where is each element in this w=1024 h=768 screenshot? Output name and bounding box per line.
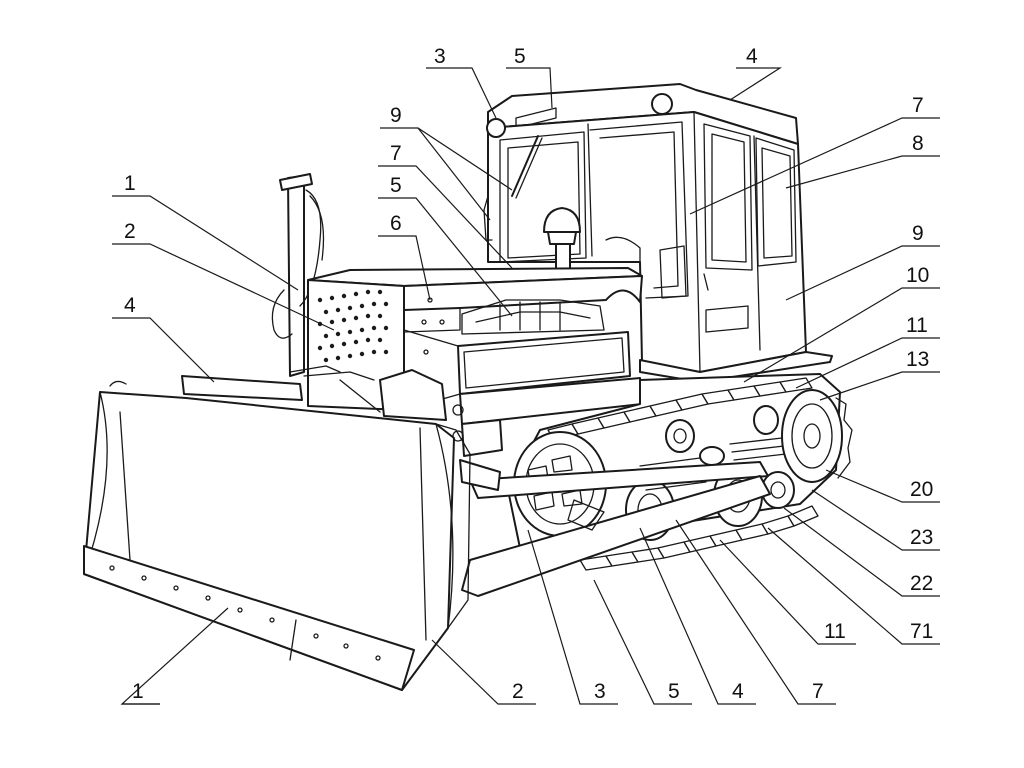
exhaust-stack xyxy=(543,207,581,273)
callout-5-top: 5 xyxy=(514,45,526,68)
callout-5-bottom: 5 xyxy=(668,680,680,703)
callout-20: 20 xyxy=(910,478,933,501)
radiator-grille xyxy=(317,289,389,363)
dozer-blade xyxy=(83,365,471,691)
callout-7-left: 7 xyxy=(390,142,402,165)
callout-6: 6 xyxy=(390,212,402,235)
callout-9-left: 9 xyxy=(390,104,402,127)
callout-3-top: 3 xyxy=(434,45,446,68)
cab xyxy=(483,83,833,383)
track-shoes-bottom xyxy=(579,505,819,571)
callout-22: 22 xyxy=(910,572,933,595)
callout-23: 23 xyxy=(910,526,933,549)
callout-8: 8 xyxy=(912,132,924,155)
leader-lines xyxy=(112,67,940,705)
callout-11-right: 11 xyxy=(906,314,928,337)
callout-2-left: 2 xyxy=(124,220,136,243)
callout-4-left: 4 xyxy=(124,294,136,317)
callout-11-bottom: 11 xyxy=(824,620,846,643)
callout-4-bottom: 4 xyxy=(732,680,744,703)
callout-10: 10 xyxy=(906,264,929,287)
engine-hood xyxy=(307,267,643,457)
callout-9-right: 9 xyxy=(912,222,924,245)
callout-7-right: 7 xyxy=(912,94,924,117)
callout-3-bottom: 3 xyxy=(594,680,606,703)
callout-1-bottom: 1 xyxy=(132,680,144,703)
callout-7-bottom: 7 xyxy=(812,680,824,703)
callout-5-mid: 5 xyxy=(390,174,402,197)
carrier-rollers xyxy=(665,405,779,453)
drive-sprocket xyxy=(781,389,853,483)
track-assembly xyxy=(507,373,853,571)
callout-13: 13 xyxy=(906,348,929,371)
callout-4-top: 4 xyxy=(746,45,758,68)
callout-labels: 3 5 4 9 7 5 6 1 2 4 7 8 9 10 11 13 20 23… xyxy=(124,45,933,703)
callout-71: 71 xyxy=(910,620,933,643)
callout-1-left: 1 xyxy=(124,172,136,195)
callout-2-bottom: 2 xyxy=(512,680,524,703)
